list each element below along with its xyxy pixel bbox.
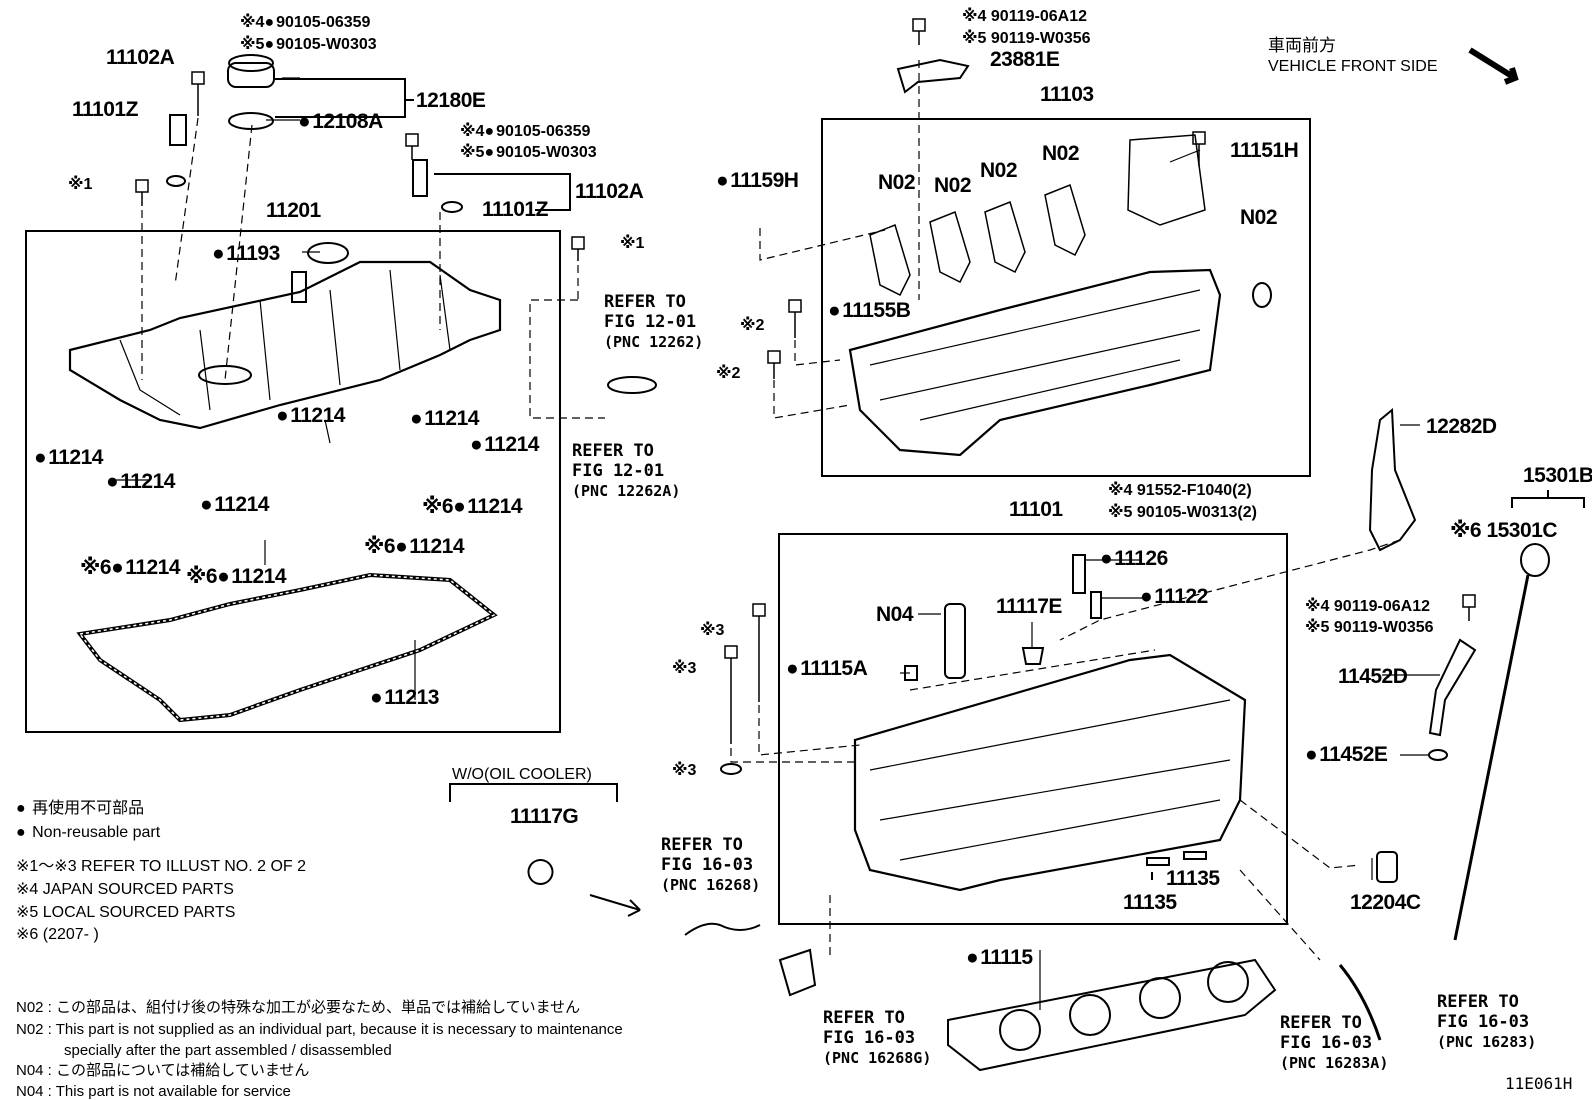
camshaft-housing-box	[821, 118, 1311, 477]
part-11214-7: ※611214	[422, 495, 523, 518]
part-11452D: 11452D	[1338, 665, 1408, 688]
engine-hanger	[1368, 407, 1417, 552]
part-11214-3: 11214	[470, 434, 539, 455]
part-11115: 11115	[966, 947, 1033, 968]
cylinder-head	[853, 653, 1247, 892]
callout-c7: ※4 91552-F1040(2)	[1108, 482, 1252, 499]
legend-note-4: ※4 JAPAN SOURCED PARTS	[16, 881, 234, 898]
oil-level-gauge	[1453, 574, 1530, 941]
part-11135-a: 11135	[1166, 867, 1220, 890]
part-11193: 11193	[212, 243, 280, 264]
note-n02-1: N02	[878, 171, 916, 194]
legend-note-1-3: ※1～※3 REFER TO ILLUST NO. 2 OF 2	[16, 858, 307, 875]
part-11159H: 11159H	[716, 170, 799, 191]
callout-c10: ※5 90119-W0356	[1305, 619, 1434, 636]
part-11201: 11201	[266, 199, 321, 222]
legend-nonreusable-ja: 再使用不可部品	[16, 800, 144, 817]
part-11151H: 11151H	[1230, 139, 1299, 162]
part-11214-1: 11214	[276, 405, 345, 426]
mark-2-a: ※2	[740, 317, 765, 334]
callout-c5: ※4 90119-06A12	[962, 8, 1087, 25]
part-12282D: 12282D	[1426, 415, 1497, 438]
footnote-n02-en-1: N02 : This part is not supplied as an in…	[16, 1021, 623, 1038]
part-12204C: 12204C	[1350, 891, 1421, 914]
part-12108A: 12108A	[298, 111, 383, 132]
mark-3-a: ※3	[700, 622, 725, 639]
wo-oil-cooler-label: W/O(OIL COOLER)	[452, 766, 592, 783]
note-n02-4: N02	[1042, 142, 1080, 165]
mark-3-c: ※3	[672, 762, 697, 779]
part-11214-10: ※611214	[186, 565, 287, 588]
part-11103: 11103	[1040, 83, 1094, 106]
part-11101Z-right: 11101Z	[482, 198, 548, 221]
note-n04: N04	[876, 603, 914, 626]
part-11115A: 11115A	[786, 658, 868, 679]
part-15301B: 15301B	[1523, 464, 1592, 487]
mark-1-right: ※1	[620, 235, 645, 252]
legend-nonreusable-en: Non-reusable part	[16, 824, 160, 841]
cylinder-head-box	[778, 533, 1288, 925]
note-n02-3: N02	[980, 159, 1018, 182]
part-11452E: 11452E	[1305, 744, 1388, 765]
part-23881E: 23881E	[990, 48, 1060, 71]
part-12180E: 12180E	[416, 89, 486, 112]
part-11101Z-left: 11101Z	[72, 98, 138, 121]
part-11214-9: ※611214	[80, 556, 181, 579]
part-11102A-left: 11102A	[106, 46, 175, 69]
callout-c8: ※5 90105-W0313(2)	[1108, 504, 1257, 521]
callout-c9: ※4 90119-06A12	[1305, 598, 1430, 615]
mark-2-b: ※2	[716, 365, 741, 382]
cover-gasket	[76, 572, 498, 723]
part-11214-5: 11214	[106, 471, 175, 492]
part-11117E: 11117E	[996, 595, 1062, 618]
callout-c3: ※490105-06359	[460, 123, 590, 140]
note-n02-2: N02	[934, 174, 972, 197]
part-15301C: ※6 15301C	[1450, 519, 1558, 542]
callout-c6: ※5 90119-W0356	[962, 30, 1091, 47]
mark-3-b: ※3	[672, 660, 697, 677]
legend-note-5: ※5 LOCAL SOURCED PARTS	[16, 904, 236, 921]
part-11214-2: 11214	[410, 408, 479, 429]
camshaft-housing	[848, 268, 1222, 457]
valve-cover	[68, 260, 502, 430]
footnote-n04-ja: N04 : この部品については補給していません	[16, 1062, 310, 1079]
legend-note-6: ※6 (2207- )	[16, 926, 99, 943]
illustration-id: 11E061H	[1505, 1074, 1573, 1093]
part-11214-8: ※611214	[364, 535, 465, 558]
part-11155B: 11155B	[828, 300, 911, 321]
vehicle-front-arrow	[1468, 47, 1519, 85]
note-n02-5: N02	[1240, 206, 1278, 229]
part-11213: 11213	[370, 687, 439, 708]
cover-group-box	[25, 230, 561, 733]
part-11214-6: 11214	[200, 494, 269, 515]
part-11126: 11126	[1100, 548, 1168, 569]
part-11117G: 11117G	[510, 805, 579, 828]
part-11214-4: 11214	[34, 447, 103, 468]
mark-1-left: ※1	[68, 176, 93, 193]
vehicle-front-en: VEHICLE FRONT SIDE	[1268, 58, 1438, 75]
footnote-n02-ja: N02 : この部品は、組付け後の特殊な加工が必要なため、単品では補給していませ…	[16, 999, 581, 1016]
callout-c1: ※490105-06359	[240, 14, 370, 31]
part-11135-b: 11135	[1123, 891, 1177, 914]
part-11122: 11122	[1140, 586, 1208, 607]
footnote-n02-en-2: specially after the part assembled / dis…	[64, 1042, 392, 1059]
cylinder-head-gasket	[947, 958, 1277, 1072]
part-11101: 11101	[1009, 498, 1063, 521]
vehicle-front-ja: 車両前方	[1268, 36, 1336, 55]
part-11102A-right: 11102A	[575, 180, 644, 203]
footnote-n04-en: N04 : This part is not available for ser…	[16, 1083, 291, 1100]
